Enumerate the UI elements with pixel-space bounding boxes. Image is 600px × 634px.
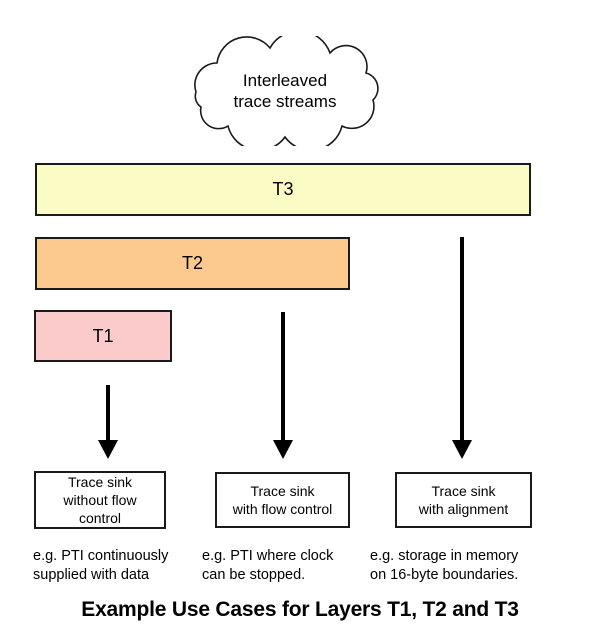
layer-bar-t2-label: T2	[181, 253, 203, 273]
arrow-t1-to-sink1	[98, 385, 118, 459]
arrow-shaft	[460, 237, 464, 440]
arrow-head-icon	[452, 440, 472, 459]
sink-caption-3: e.g. storage in memory on 16-byte bounda…	[370, 548, 519, 583]
arrow-shaft	[281, 312, 285, 440]
arrow-head-icon	[98, 440, 118, 459]
sink-box-with-alignment: Trace sink with alignment	[395, 472, 532, 528]
arrow-t2-to-sink2	[273, 312, 293, 459]
arrow-t3-to-sink3	[452, 237, 472, 459]
sink-box-without-flow-control: Trace sink without flow control	[34, 471, 166, 529]
cloud-outline	[194, 36, 379, 146]
layer-bar-t1: T1	[34, 310, 172, 362]
arrow-head-icon	[273, 440, 293, 459]
layer-bar-t1-label: T1	[92, 325, 114, 346]
cloud-label: Interleaved trace streams	[233, 71, 337, 111]
diagram-title: Example Use Cases for Layers T1, T2 and …	[81, 598, 519, 621]
sink-box-with-flow-control: Trace sink with flow control	[215, 472, 350, 528]
cloud-shape	[194, 36, 379, 146]
sink-caption-2: e.g. PTI where clock can be stopped.	[202, 548, 334, 583]
layer-bar-t3: T3	[35, 163, 531, 216]
sink-caption-1: e.g. PTI continuously supplied with data	[33, 548, 169, 583]
arrow-shaft	[106, 385, 110, 440]
layer-bar-t3-label: T3	[272, 179, 294, 199]
layer-bar-t2: T2	[35, 237, 350, 290]
